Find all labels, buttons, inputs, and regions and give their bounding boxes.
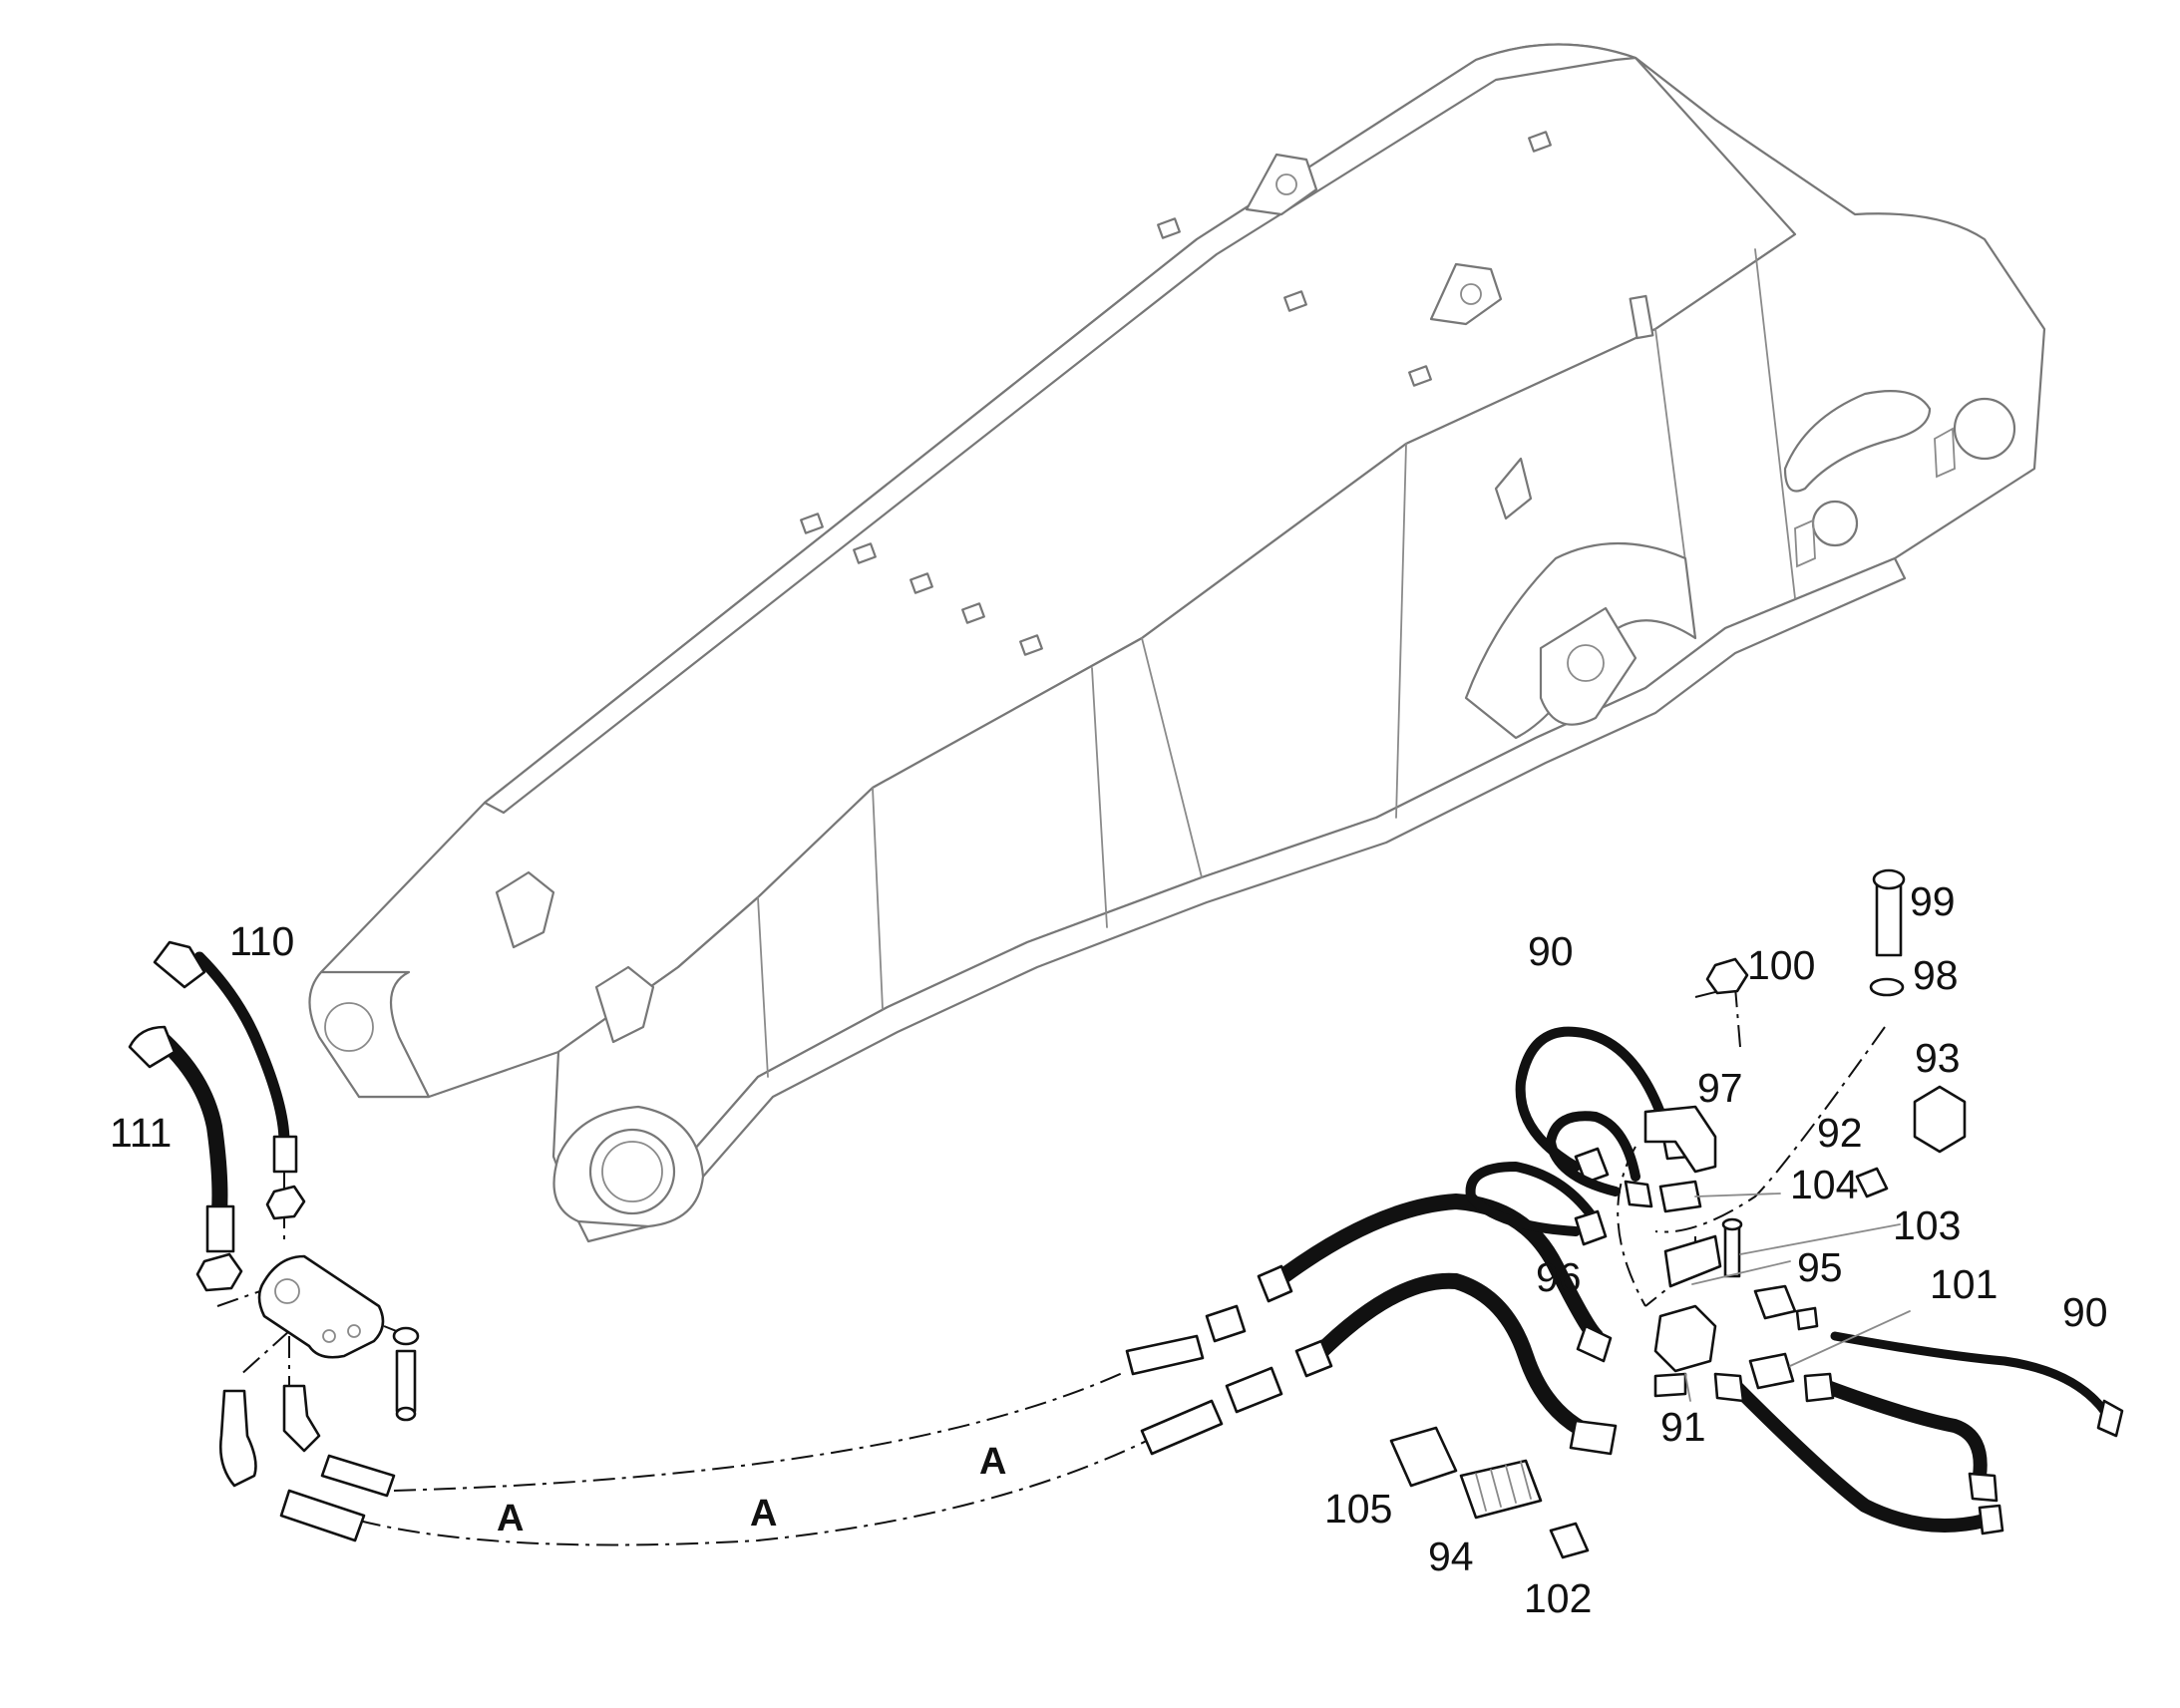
- hose-111: [152, 1029, 228, 1219]
- label-103: 103: [1893, 1202, 1961, 1248]
- fitting-92: [1855, 1167, 1889, 1198]
- hose-110: [193, 951, 290, 1148]
- boom-head-bore-lower: [1811, 500, 1859, 547]
- nut-100: [1705, 957, 1749, 995]
- tube-upper: [320, 1454, 396, 1498]
- label-98: 98: [1913, 952, 1959, 998]
- routing-line-lower: [358, 1435, 1158, 1546]
- tube-right-upper: [1125, 1334, 1205, 1376]
- part-labels: 90 90 91 92 93 94 95 96 97 98 99 100 101…: [110, 878, 2108, 1621]
- mounting-plate: [257, 1254, 385, 1359]
- boom-head-bore-upper: [1953, 397, 2016, 461]
- label-93: 93: [1915, 1035, 1961, 1081]
- fitting-102: [1549, 1522, 1590, 1559]
- label-a-3: A: [979, 1441, 1006, 1483]
- hose-right-lower-1: [1728, 1379, 1992, 1533]
- excavator-boom: [308, 43, 2046, 1243]
- routing-line-upper: [393, 1370, 1128, 1492]
- fitting-105: [1389, 1426, 1458, 1488]
- label-96: 96: [1536, 1254, 1582, 1300]
- clamp-104: [1658, 1180, 1702, 1213]
- label-94: 94: [1428, 1534, 1474, 1579]
- fitting-95: [1753, 1284, 1797, 1320]
- boom-head-slot: [1783, 390, 1932, 493]
- plug-93: [1913, 1085, 1967, 1154]
- fitting-101: [1748, 1352, 1795, 1390]
- label-91: 91: [1660, 1404, 1706, 1450]
- centre-hose-group: [1125, 1194, 1618, 1456]
- label-a-1: A: [497, 1498, 524, 1539]
- label-95: 95: [1797, 1244, 1843, 1290]
- bolt-99: [1875, 883, 1903, 957]
- boom-top-plate: [483, 43, 1637, 815]
- boom-pad-eye-2: [1429, 262, 1503, 326]
- elbow-fitting-right: [282, 1384, 321, 1453]
- hose-loop-large: [1465, 1162, 1601, 1236]
- label-90-top: 90: [1528, 928, 1574, 974]
- hose-loop-small: [1546, 1111, 1640, 1196]
- valve-block-96: [1663, 1234, 1722, 1288]
- label-105: 105: [1324, 1486, 1392, 1532]
- hose-90-top: [1515, 1026, 1670, 1172]
- hose-long-lower: [1308, 1272, 1604, 1444]
- elbow-fitting-left: [219, 1389, 257, 1488]
- label-104: 104: [1790, 1162, 1858, 1207]
- nut-upper: [265, 1185, 306, 1220]
- valve-group: [1389, 868, 2124, 1559]
- hose-right-lower-2: [1818, 1379, 1988, 1483]
- tee-block-91: [1653, 1304, 1717, 1373]
- bolt: [395, 1349, 417, 1413]
- label-110: 110: [229, 918, 294, 964]
- label-a-2: A: [750, 1493, 777, 1535]
- boom-pad-eye-1: [1245, 153, 1318, 216]
- tube-lower: [279, 1489, 366, 1542]
- boom-bottom-plate: [576, 556, 1907, 1243]
- hose-90-right: [1830, 1331, 2109, 1416]
- label-97: 97: [1697, 1065, 1743, 1111]
- washer-98: [1869, 977, 1905, 997]
- label-99: 99: [1910, 878, 1956, 924]
- tube-right-lower: [1140, 1399, 1224, 1456]
- nut-lower: [195, 1252, 243, 1292]
- left-hose-group: [128, 940, 420, 1542]
- fitting-94: [1459, 1459, 1543, 1520]
- label-100: 100: [1747, 942, 1815, 988]
- bracket-97: [1643, 1105, 1717, 1174]
- label-92: 92: [1817, 1110, 1863, 1156]
- label-111: 111: [110, 1110, 172, 1156]
- label-90-right: 90: [2062, 1289, 2108, 1335]
- bolt-103: [1723, 1224, 1741, 1278]
- label-101: 101: [1930, 1261, 1998, 1307]
- label-102: 102: [1524, 1575, 1592, 1621]
